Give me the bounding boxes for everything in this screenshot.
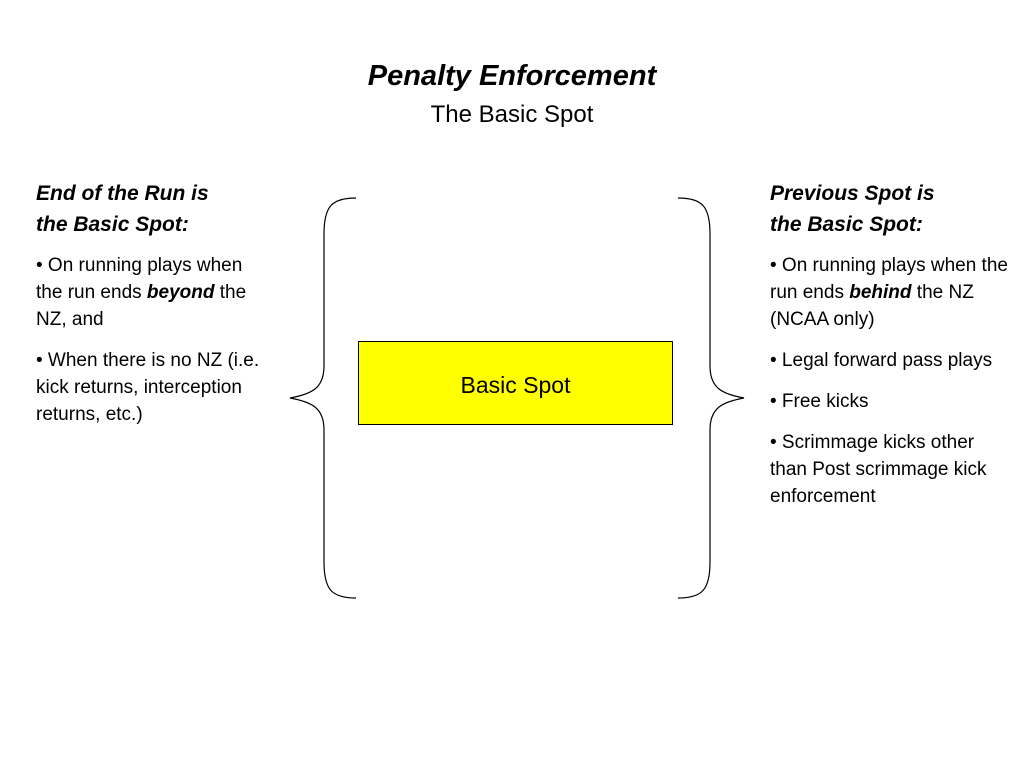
left-heading-line-1: End of the Run is bbox=[36, 182, 209, 205]
right-bullet-1-text-start: • On running plays when the run ends bbox=[770, 255, 1008, 303]
left-column-heading: End of the Run is the Basic Spot: bbox=[36, 178, 266, 240]
left-bullet-2: • When there is no NZ (i.e. kick returns… bbox=[36, 350, 260, 425]
left-bullet-1-emphasis: beyond bbox=[146, 282, 215, 303]
right-heading-line-1: Previous Spot is bbox=[770, 182, 935, 205]
left-curly-brace bbox=[289, 197, 357, 599]
right-heading-line-2: the Basic Spot: bbox=[770, 213, 923, 236]
right-bullet-1-text-end: the NZ (NCAA only) bbox=[770, 282, 974, 330]
right-column-heading: Previous Spot is the Basic Spot: bbox=[770, 178, 1010, 240]
right-bullet-2: • Legal forward pass plays bbox=[770, 350, 993, 371]
left-bullet-1: • On running plays when the run ends bey… bbox=[36, 252, 266, 333]
basic-spot-box: Basic Spot bbox=[358, 341, 673, 425]
left-heading-line-2: the Basic Spot: bbox=[36, 213, 189, 236]
right-bullet-1: • On running plays when the run ends beh… bbox=[770, 252, 1010, 333]
slide-subtitle: The Basic Spot bbox=[430, 101, 594, 128]
slide-title: Penalty Enforcement bbox=[367, 60, 657, 92]
right-column: Previous Spot is the Basic Spot: • On ru… bbox=[770, 178, 1010, 524]
left-bullet-1-text-start: • On running plays when the run ends bbox=[36, 255, 243, 303]
right-curly-brace bbox=[677, 197, 745, 599]
right-bullet-1-emphasis: behind bbox=[849, 282, 912, 303]
left-column: End of the Run is the Basic Spot: • On r… bbox=[36, 178, 266, 442]
right-bullet-3: • Free kicks bbox=[770, 391, 869, 412]
basic-spot-label: Basic Spot bbox=[460, 372, 571, 398]
left-bullet-1-text-end: the NZ, and bbox=[36, 282, 247, 330]
right-bullet-4: • Scrimmage kicks other than Post scrimm… bbox=[770, 432, 987, 507]
